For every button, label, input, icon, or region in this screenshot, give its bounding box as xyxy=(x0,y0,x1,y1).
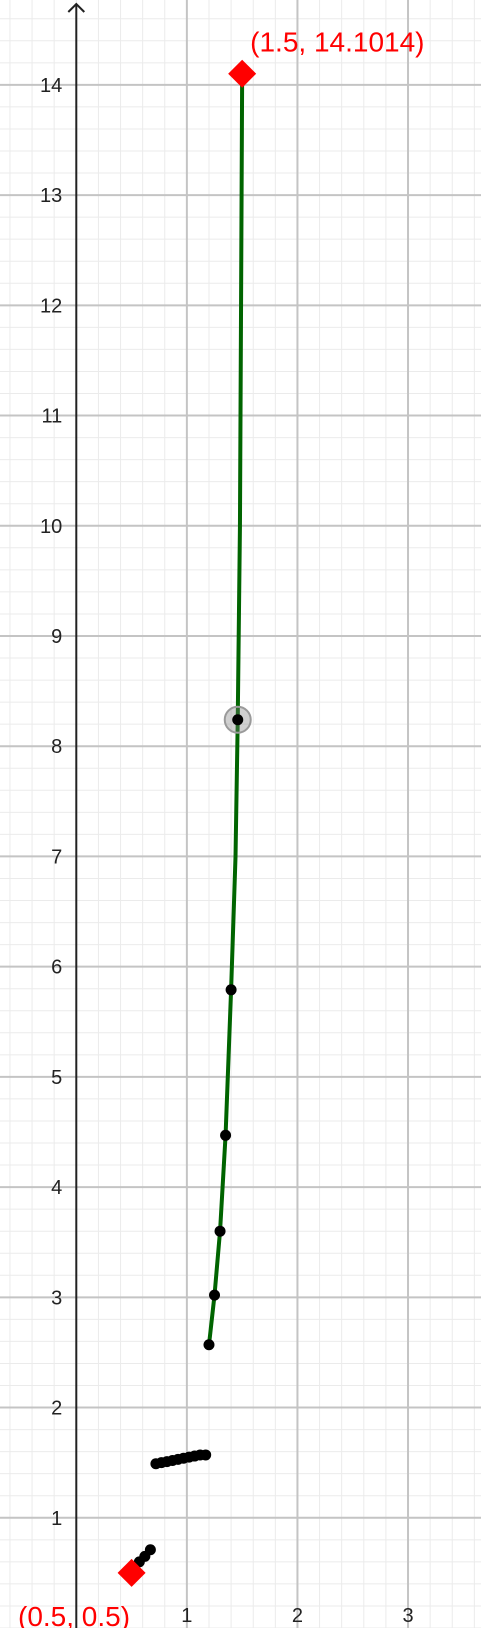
y-tick-label: 1 xyxy=(51,1508,62,1530)
y-tick-label: 10 xyxy=(40,516,62,538)
y-tick-label: 11 xyxy=(42,406,63,428)
y-tick-label: 5 xyxy=(51,1067,62,1089)
endpoint-diamond xyxy=(117,1558,146,1587)
y-tick-label: 8 xyxy=(51,736,62,758)
y-tick-label: 7 xyxy=(51,846,62,868)
data-point xyxy=(144,1544,156,1556)
point-annotation-label: (1.5, 14.1014) xyxy=(250,27,424,58)
y-tick-label: 3 xyxy=(51,1287,62,1309)
y-tick-label: 4 xyxy=(51,1177,62,1199)
data-point xyxy=(220,1129,232,1141)
data-point xyxy=(203,1339,215,1351)
y-tick-label: 14 xyxy=(40,75,62,97)
y-tick-label: 9 xyxy=(51,626,62,648)
endpoint-diamond xyxy=(228,59,257,88)
x-tick-labels: 1 2 3 xyxy=(181,1605,413,1627)
y-tick-label: 12 xyxy=(40,295,62,317)
curves xyxy=(131,71,245,1571)
x-tick-label: 1 xyxy=(181,1605,192,1627)
annotations: (0.5, 0.5) (1.5, 14.1014) xyxy=(18,27,425,1628)
y-tick-label: 2 xyxy=(51,1398,62,1420)
y-axis-arrow-icon xyxy=(67,2,86,13)
x-tick-label: 3 xyxy=(402,1605,413,1627)
data-point xyxy=(200,1449,212,1461)
curve-series xyxy=(206,71,245,1347)
x-tick-label: 2 xyxy=(292,1605,303,1627)
point-annotation-label: (0.5, 0.5) xyxy=(18,1601,130,1628)
data-point xyxy=(232,714,244,726)
axes xyxy=(67,2,86,1628)
y-tick-label: 6 xyxy=(51,957,62,979)
data-point xyxy=(214,1225,226,1237)
data-point xyxy=(209,1289,221,1301)
data-point xyxy=(225,984,237,996)
point-markers xyxy=(133,705,252,1568)
y-tick-label: 13 xyxy=(40,185,62,207)
